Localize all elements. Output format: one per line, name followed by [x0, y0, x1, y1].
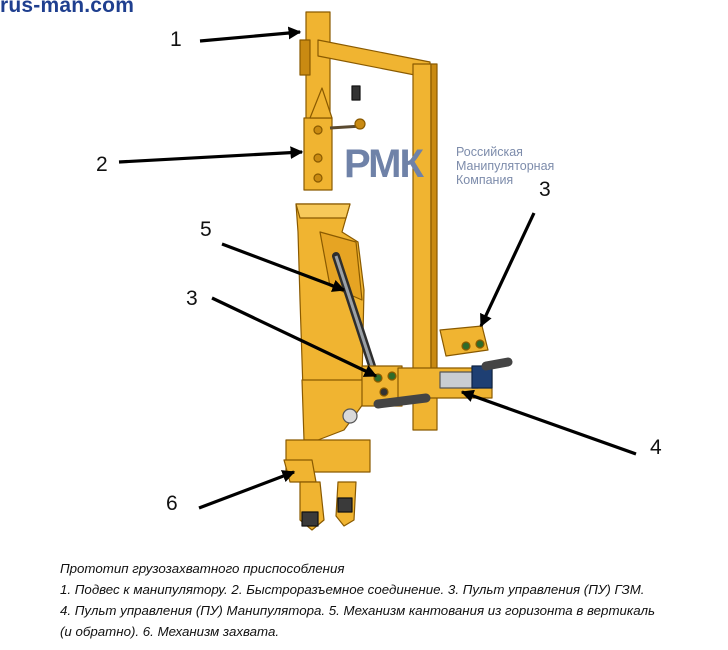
arrow-4	[460, 389, 637, 456]
device-diagram: 1 2 3 3 4 5 6	[96, 11, 662, 531]
arrow-3-left	[211, 296, 378, 378]
brand-line-3: Компания	[456, 173, 514, 187]
frame-right-column	[412, 63, 432, 395]
brand-logo-block: РМК Российская Манипуляторная Компания	[344, 142, 584, 192]
label-5: 5	[200, 218, 212, 241]
arrow-2	[118, 146, 304, 164]
label-1: 1	[170, 28, 182, 51]
arrow-3-right	[479, 212, 536, 328]
control-panel-right	[439, 325, 489, 357]
brand-line-2: Манипуляторная	[456, 159, 555, 173]
caption-title: Прототип грузозахватного приспособления	[60, 561, 345, 576]
label-6: 6	[166, 492, 178, 515]
caption-line-1: 1. Подвес к манипулятору. 2. Быстроразъе…	[60, 582, 645, 597]
arrow-6	[198, 470, 296, 510]
arrow-1	[199, 26, 302, 43]
figure-caption: Прототип грузозахватного приспособления …	[60, 558, 728, 642]
arrow-5	[221, 242, 346, 292]
device-illustration	[283, 11, 513, 531]
label-4: 4	[650, 436, 662, 459]
leader-arrows	[118, 26, 637, 510]
label-3-right: 3	[539, 178, 551, 201]
brand-line-1: Российская	[456, 145, 523, 159]
label-2: 2	[96, 153, 108, 176]
label-3-left: 3	[186, 287, 198, 310]
caption-line-3: (и обратно). 6. Механизм захвата.	[60, 624, 280, 639]
site-watermark: rus-man.com	[0, 0, 135, 17]
brand-name: Российская Манипуляторная Компания	[456, 145, 554, 187]
caption-line-2: 4. Пульт управления (ПУ) Манипулятора. 5…	[60, 603, 655, 618]
brand-logo-mark: РМК	[344, 142, 424, 186]
